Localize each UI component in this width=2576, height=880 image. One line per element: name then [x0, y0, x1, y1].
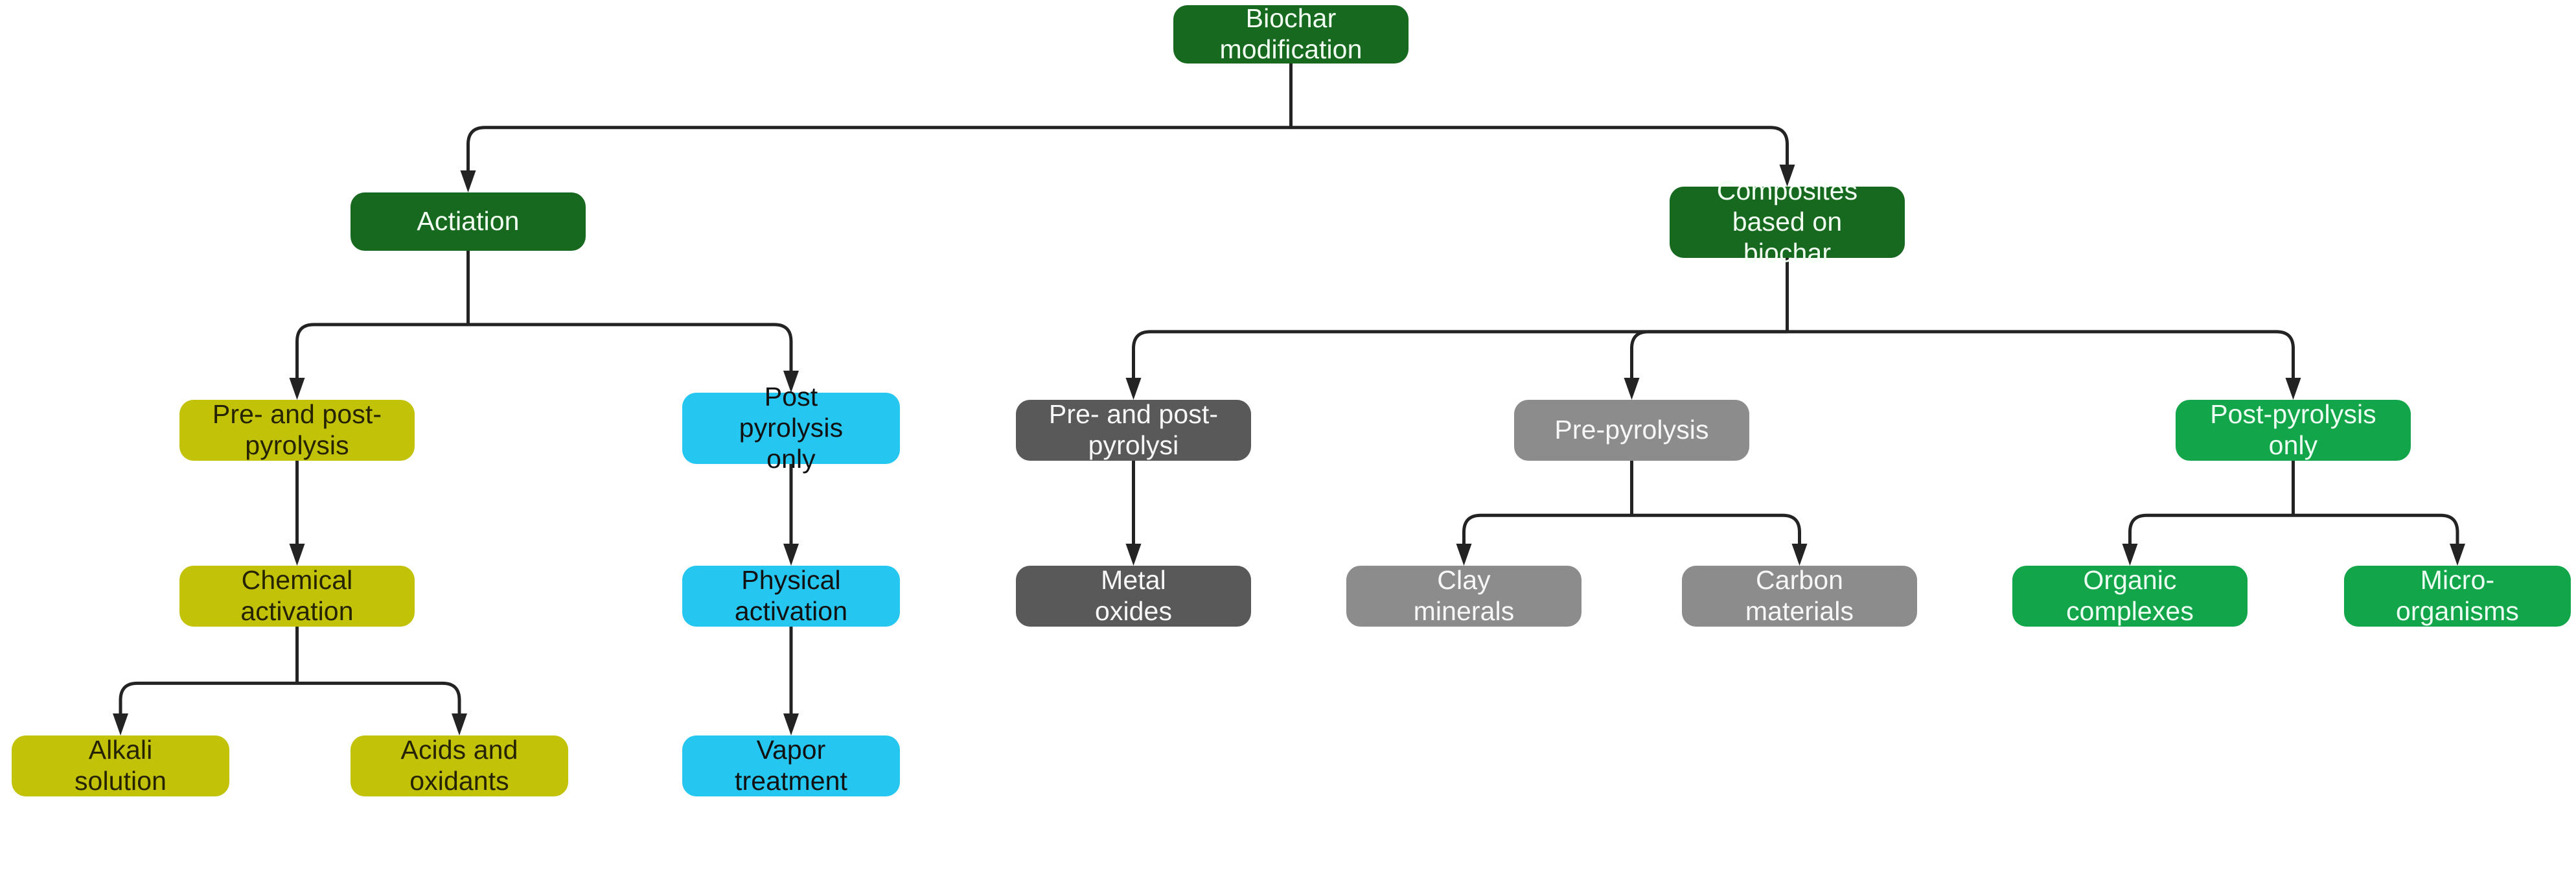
- node-label: Organic complexes: [2066, 565, 2194, 626]
- arrow-head: [1125, 544, 1142, 566]
- arrow-head: [1456, 544, 1472, 566]
- connector-line: [1787, 330, 2295, 379]
- node-label: Pre- and post- pyrolysis: [212, 399, 382, 460]
- node-metal-oxides[interactable]: Metal oxides: [1016, 565, 1251, 627]
- arrow-head: [113, 713, 128, 735]
- node-label: Composites based on biochar: [1716, 176, 1858, 268]
- node-pre-post-pyrolysi-grey[interactable]: Pre- and post- pyrolysi: [1016, 399, 1251, 461]
- arrow-head: [783, 544, 799, 566]
- connector-line: [2128, 513, 2294, 545]
- node-label: Metal oxides: [1094, 565, 1173, 626]
- connector-line: [1631, 513, 1801, 545]
- node-label: Acids and oxidants: [400, 735, 518, 796]
- node-label: Vapor treatment: [734, 735, 848, 796]
- node-composites[interactable]: Composites based on biochar: [1670, 176, 1905, 268]
- node-alkali-solution[interactable]: Alkali solution: [12, 735, 229, 796]
- node-root[interactable]: Biochar modification: [1173, 3, 1409, 64]
- node-carbon-materials[interactable]: Carbon materials: [1682, 565, 1917, 627]
- arrow-head: [2122, 544, 2138, 566]
- arrow-head: [2450, 544, 2465, 566]
- node-label: Carbon materials: [1745, 565, 1854, 626]
- node-activation[interactable]: Actiation: [351, 192, 586, 251]
- connector-line: [468, 323, 793, 372]
- arrow-head: [460, 170, 476, 192]
- node-pre-pyrolysis[interactable]: Pre-pyrolysis: [1514, 400, 1749, 461]
- arrow-head: [2285, 378, 2301, 400]
- node-label: Actiation: [417, 206, 520, 237]
- connector-line: [466, 126, 1291, 172]
- node-label: Pre-pyrolysis: [1554, 415, 1709, 445]
- arrow-head: [289, 378, 305, 400]
- node-label: Pre- and post- pyrolysi: [1048, 399, 1219, 460]
- node-clay-minerals[interactable]: Clay minerals: [1346, 565, 1581, 627]
- node-micro-organisms[interactable]: Micro- organisms: [2344, 565, 2571, 627]
- node-pre-post-pyrolysis-olive[interactable]: Pre- and post- pyrolysis: [179, 399, 415, 461]
- node-vapor-treatment[interactable]: Vapor treatment: [682, 735, 900, 796]
- node-post-pyrolysis-only-cyan[interactable]: Post pyrolysis only: [682, 382, 900, 474]
- arrow-head: [783, 371, 799, 393]
- connector-line: [1291, 126, 1789, 166]
- node-label: Post-pyrolysis only: [2210, 399, 2376, 460]
- node-acids-and-oxidants[interactable]: Acids and oxidants: [351, 735, 568, 796]
- arrow-head: [1791, 544, 1808, 566]
- node-label: Clay minerals: [1413, 565, 1515, 626]
- arrow-head: [289, 544, 305, 566]
- connector-line: [297, 681, 461, 715]
- connector-line: [1630, 330, 1788, 379]
- node-label: Biochar modification: [1219, 3, 1363, 64]
- arrow-head: [452, 713, 467, 735]
- node-label: Alkali solution: [74, 735, 167, 796]
- node-label: Post pyrolysis only: [739, 382, 844, 474]
- node-organic-complexes[interactable]: Organic complexes: [2012, 565, 2248, 627]
- node-physical-activation[interactable]: Physical activation: [682, 565, 900, 627]
- node-chemical-activation[interactable]: Chemical activation: [179, 565, 415, 627]
- connector-line: [1462, 513, 1632, 545]
- connector-line: [1132, 330, 1788, 379]
- arrow-head: [1624, 378, 1640, 400]
- node-label: Physical activation: [734, 565, 848, 626]
- connector-line: [119, 681, 297, 715]
- node-label: Micro- organisms: [2395, 565, 2520, 626]
- connector-line: [295, 323, 468, 379]
- node-label: Chemical activation: [240, 565, 354, 626]
- arrow-head: [783, 713, 799, 735]
- arrow-head: [1779, 165, 1795, 187]
- connector-line: [2293, 513, 2459, 545]
- arrow-head: [1125, 378, 1142, 400]
- node-post-pyrolysis-only-green[interactable]: Post-pyrolysis only: [2176, 399, 2411, 461]
